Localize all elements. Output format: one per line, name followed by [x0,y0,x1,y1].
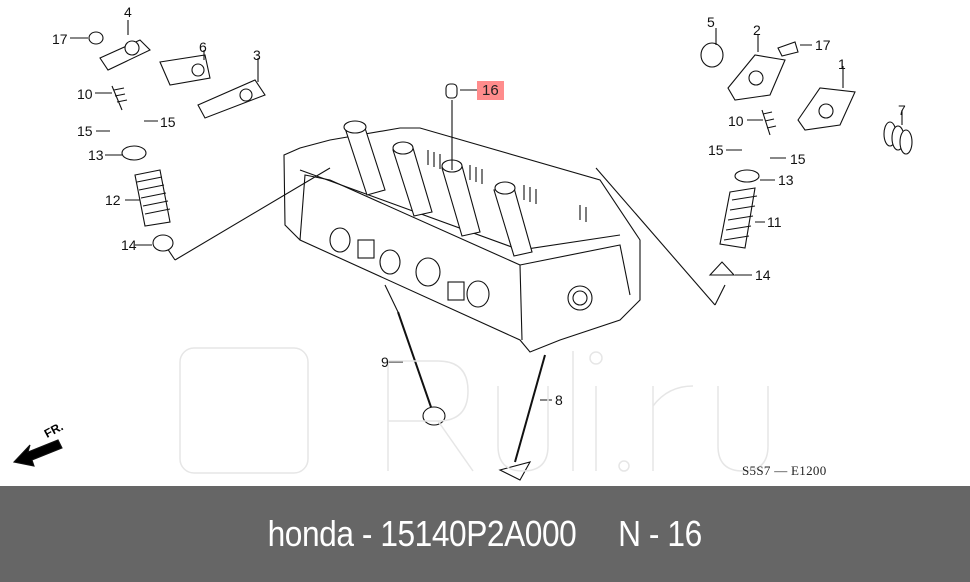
callout-12: 12 [105,192,121,208]
callout-6: 6 [199,39,207,55]
callout-17-right: 17 [815,37,831,53]
callout-15-left-b: 15 [160,114,176,130]
callout-15-right-b: 15 [790,151,806,167]
callout-1: 1 [838,56,846,72]
callout-4: 4 [124,4,132,20]
callout-3: 3 [253,47,261,63]
callout-11: 11 [767,214,782,230]
callout-15-left-a: 15 [77,123,93,139]
part-number-caption: honda - 15140P2A000 N - 16 [267,513,703,554]
callout-14-right: 14 [755,267,771,283]
diagram-code: S5S7 — E1200 [742,463,827,478]
cylinder-head-icon [283,120,641,353]
callout-5: 5 [707,14,715,30]
parts-diagram: 17 4 6 3 10 15 15 13 12 14 16 5 2 17 1 7… [12,4,913,481]
callout-9: 9 [381,354,389,370]
part-info-footer: honda - 15140P2A000 N - 16 [0,486,970,582]
callout-16-highlighted[interactable]: 16 [477,81,504,100]
callout-13-left: 13 [88,147,104,163]
callout-14-left: 14 [121,237,137,253]
callout-15-right-a: 15 [708,142,724,158]
callout-7: 7 [898,102,906,118]
valve-guide-icon [445,83,458,99]
callout-17-left: 17 [52,31,68,47]
callout-10-right: 10 [728,113,744,129]
front-arrow-icon [12,439,63,467]
callout-8: 8 [555,392,563,408]
callout-2: 2 [753,22,761,38]
callout-13-right: 13 [778,172,794,188]
callout-10-left: 10 [77,86,93,102]
diagram-drawing [12,20,913,481]
